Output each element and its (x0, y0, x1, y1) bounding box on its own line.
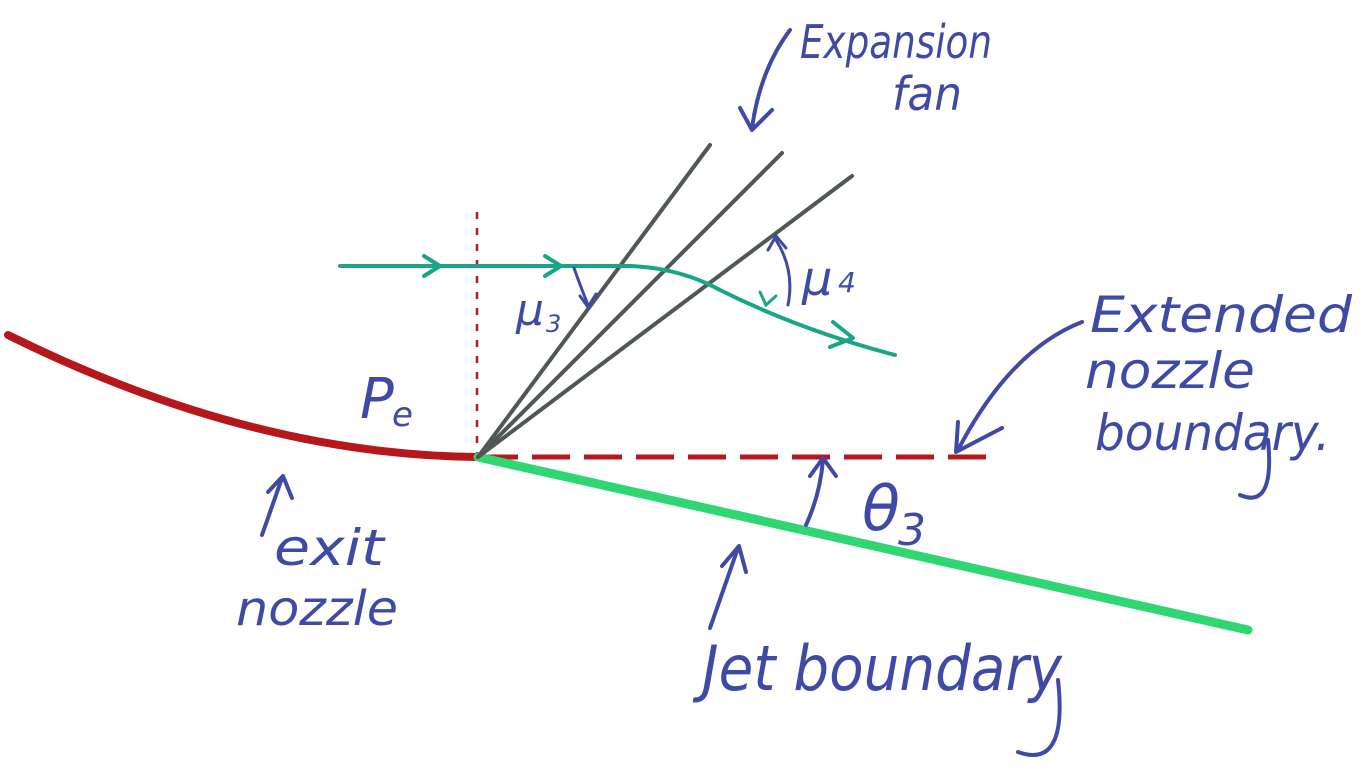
nozzle-wall (4, 331, 482, 461)
extended-nozzle-pointer-head (954, 420, 1004, 454)
streamline-arrow-1 (422, 254, 442, 278)
theta3-label: θ (862, 472, 900, 545)
jet-boundary-label: Jet boundary (692, 632, 1063, 705)
pe-label: P (360, 367, 394, 432)
extended-nozzle-pointer (956, 320, 1084, 452)
mu4-label: μ (801, 251, 833, 307)
exit-nozzle-label-line1: exit (274, 519, 387, 577)
exit-nozzle-pointer (260, 476, 284, 537)
jet-boundary-pointer (708, 546, 740, 630)
extended-nozzle-label-line2: nozzle (1085, 342, 1255, 400)
mu4-lower-tick (758, 290, 778, 308)
theta3-arrowhead (808, 456, 838, 478)
jet-boundary-descender (1016, 678, 1062, 757)
mu4-subscript: 4 (838, 266, 856, 299)
theta3-subscript: 3 (898, 505, 926, 556)
mu3-label: μ (515, 285, 544, 336)
pe-subscript: e (392, 395, 413, 435)
expansion-fan-pointer (750, 28, 792, 130)
mu4-angle-arc (774, 238, 792, 307)
streamline-arrow-2 (543, 254, 563, 278)
theta3-arrow (804, 458, 825, 527)
extended-nozzle-label-line1: Extended (1090, 286, 1352, 344)
streamline-arrow-3 (828, 320, 855, 349)
mu3-subscript: 3 (546, 310, 561, 338)
mu4-arrowhead (766, 233, 788, 252)
boundary-descender (1238, 438, 1272, 500)
expansion-fan-label-line1: Expansion (800, 15, 992, 69)
jet-boundary-line (473, 452, 1253, 635)
jet-boundary-pointer-head (720, 544, 748, 574)
expansion-fan-pointer-head (738, 106, 774, 132)
exit-nozzle-pointer-head (266, 474, 294, 500)
expansion-fan-line-2 (476, 151, 784, 459)
exit-nozzle-label-line2: nozzle (236, 581, 398, 637)
expansion-fan-line-1 (476, 143, 712, 459)
expansion-fan-label-line2: fan (892, 67, 962, 121)
extended-nozzle-label-line3: boundary. (1095, 404, 1330, 462)
expansion-fan-line-3 (476, 174, 854, 459)
mu3-arrowhead (578, 292, 598, 310)
mu3-angle-arc (572, 266, 590, 307)
